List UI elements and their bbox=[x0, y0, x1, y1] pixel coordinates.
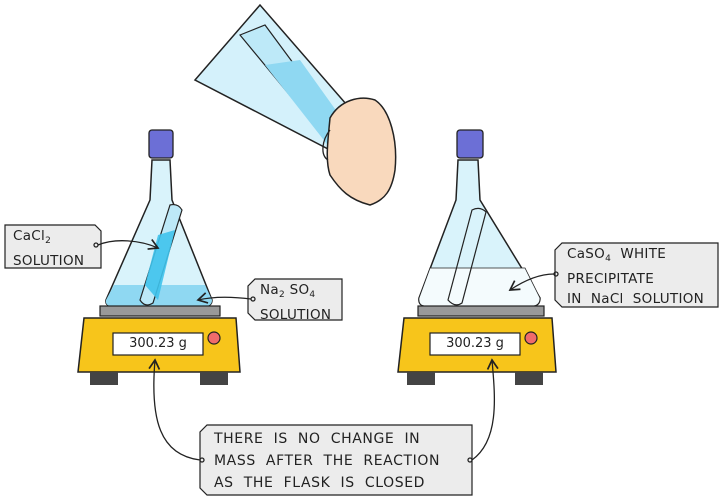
left-balance-reading: 300.23 g bbox=[129, 336, 187, 351]
right-flask bbox=[418, 129, 541, 307]
na2so4-part2: SO bbox=[285, 282, 310, 298]
cacl2-formula: CaCl bbox=[13, 228, 46, 244]
cacl2-line2: SOLUTION bbox=[13, 253, 85, 269]
right-balance bbox=[397, 305, 557, 385]
caso4-box bbox=[554, 242, 719, 308]
note-line1: THERE IS NO CHANGE IN bbox=[214, 431, 421, 447]
cacl2-label: CaCl2 SOLUTION bbox=[13, 226, 84, 271]
left-flask bbox=[105, 129, 213, 307]
left-flask-stopper bbox=[148, 129, 174, 159]
right-balance-reading: 300.23 g bbox=[446, 336, 504, 351]
note-label: THERE IS NO CHANGE IN MASS AFTER THE REA… bbox=[214, 428, 440, 494]
caso4-part1: CaSO bbox=[567, 246, 606, 262]
cacl2-subscript: 2 bbox=[45, 236, 52, 246]
note-line3: AS THE FLASK IS CLOSED bbox=[214, 475, 426, 491]
caso4-line2: PRECIPITATE bbox=[567, 271, 655, 287]
na2so4-line2: SOLUTION bbox=[260, 307, 332, 323]
na2so4-sub2: 4 bbox=[309, 290, 316, 300]
na2so4-box bbox=[247, 278, 343, 321]
na2so4-sub1: 2 bbox=[278, 290, 286, 300]
na2so4-label: Na2 SO4 SOLUTION bbox=[260, 280, 331, 325]
left-balance bbox=[77, 305, 241, 385]
caso4-line3: IN NaCl SOLUTION bbox=[567, 291, 705, 307]
hand bbox=[322, 97, 397, 206]
caso4-sub1: 4 bbox=[605, 254, 612, 264]
cacl2-box bbox=[4, 224, 102, 269]
note-box bbox=[199, 424, 473, 496]
note-line2: MASS AFTER THE REACTION bbox=[214, 453, 441, 469]
caso4-part2: WHITE bbox=[611, 246, 667, 262]
caso4-label: CaSO4 WHITE PRECIPITATE IN NaCl SOLUTION bbox=[567, 244, 704, 309]
na2so4-part1: Na bbox=[260, 282, 279, 298]
arrows bbox=[93, 239, 559, 463]
right-flask-stopper bbox=[456, 129, 484, 159]
